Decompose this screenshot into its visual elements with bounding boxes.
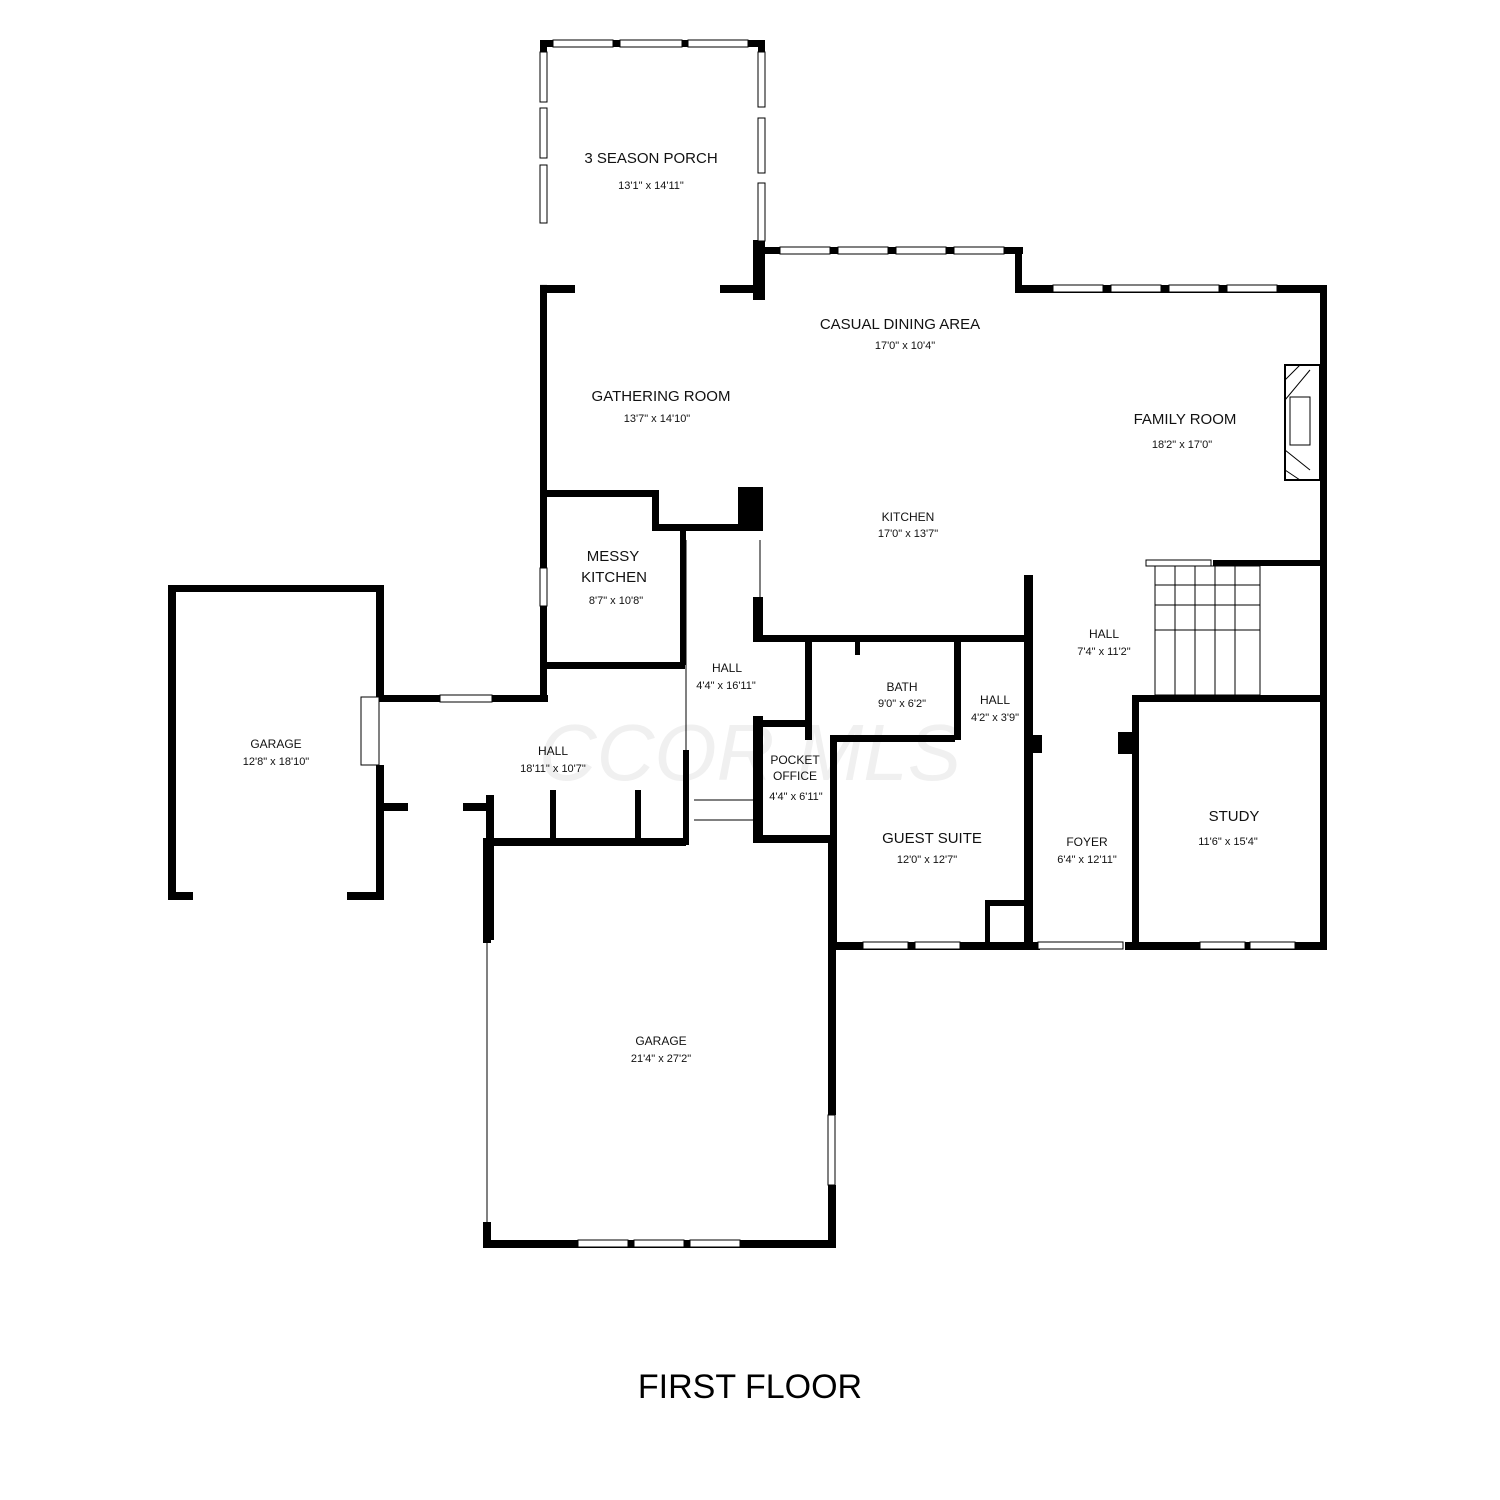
room-labels: 3 SEASON PORCH 13'1" x 14'11" CASUAL DIN…	[243, 150, 1260, 1065]
floor-title: FIRST FLOOR	[637, 1368, 863, 1406]
room-size-garage-small: 12'8" x 18'10"	[243, 756, 310, 768]
room-size-hall-upper: 7'4" x 11'2"	[1077, 646, 1130, 658]
room-name-season-porch: 3 SEASON PORCH	[584, 150, 717, 167]
room-name-messy-kitchen-1: MESSY	[587, 548, 640, 565]
room-name-kitchen: KITCHEN	[882, 510, 935, 524]
room-size-family-room: 18'2" x 17'0"	[1152, 439, 1212, 451]
room-size-foyer: 6'4" x 12'11"	[1057, 854, 1117, 866]
room-name-hall-small: HALL	[980, 693, 1010, 707]
room-size-bath: 9'0" x 6'2"	[878, 698, 926, 710]
room-size-kitchen: 17'0" x 13'7"	[878, 528, 938, 540]
room-size-gathering-room: 13'7" x 14'10"	[624, 413, 691, 425]
watermark: CCOR MLS	[539, 708, 961, 797]
room-name-guest-suite: GUEST SUITE	[882, 830, 982, 847]
room-name-pocket-office-1: POCKET	[770, 753, 820, 767]
windows	[360, 39, 1296, 1248]
room-name-garage-small: GARAGE	[250, 737, 301, 751]
room-name-messy-kitchen-2: KITCHEN	[581, 569, 647, 586]
room-name-bath: BATH	[886, 680, 917, 694]
room-name-gathering-room: GATHERING ROOM	[592, 388, 731, 405]
room-name-hall-lower: HALL	[538, 744, 568, 758]
room-name-study: STUDY	[1209, 808, 1260, 825]
staircase	[1154, 565, 1261, 696]
walls	[168, 40, 1327, 1248]
room-name-family-room: FAMILY ROOM	[1134, 411, 1237, 428]
room-size-hall-lower: 18'11" x 10'7"	[520, 763, 586, 775]
room-size-hall-small: 4'2" x 3'9"	[971, 712, 1019, 724]
room-name-foyer: FOYER	[1066, 835, 1108, 849]
room-size-messy-kitchen: 8'7" x 10'8"	[589, 595, 643, 607]
room-name-hall-upper: HALL	[1089, 627, 1119, 641]
room-size-pocket-office: 4'4" x 6'11"	[769, 791, 822, 803]
room-name-hall-center: HALL	[712, 661, 742, 675]
room-size-hall-center: 4'4" x 16'11"	[696, 680, 756, 692]
room-name-garage-large: GARAGE	[635, 1034, 686, 1048]
room-size-study: 11'6" x 15'4"	[1198, 836, 1258, 848]
room-size-guest-suite: 12'0" x 12'7"	[897, 854, 957, 866]
room-size-season-porch: 13'1" x 14'11"	[618, 180, 684, 192]
room-size-casual-dining: 17'0" x 10'4"	[875, 340, 935, 352]
interior-lines	[486, 540, 1137, 1222]
room-size-garage-large: 21'4" x 27'2"	[631, 1053, 691, 1065]
room-name-pocket-office-2: OFFICE	[773, 769, 817, 783]
room-name-casual-dining: CASUAL DINING AREA	[820, 316, 980, 333]
